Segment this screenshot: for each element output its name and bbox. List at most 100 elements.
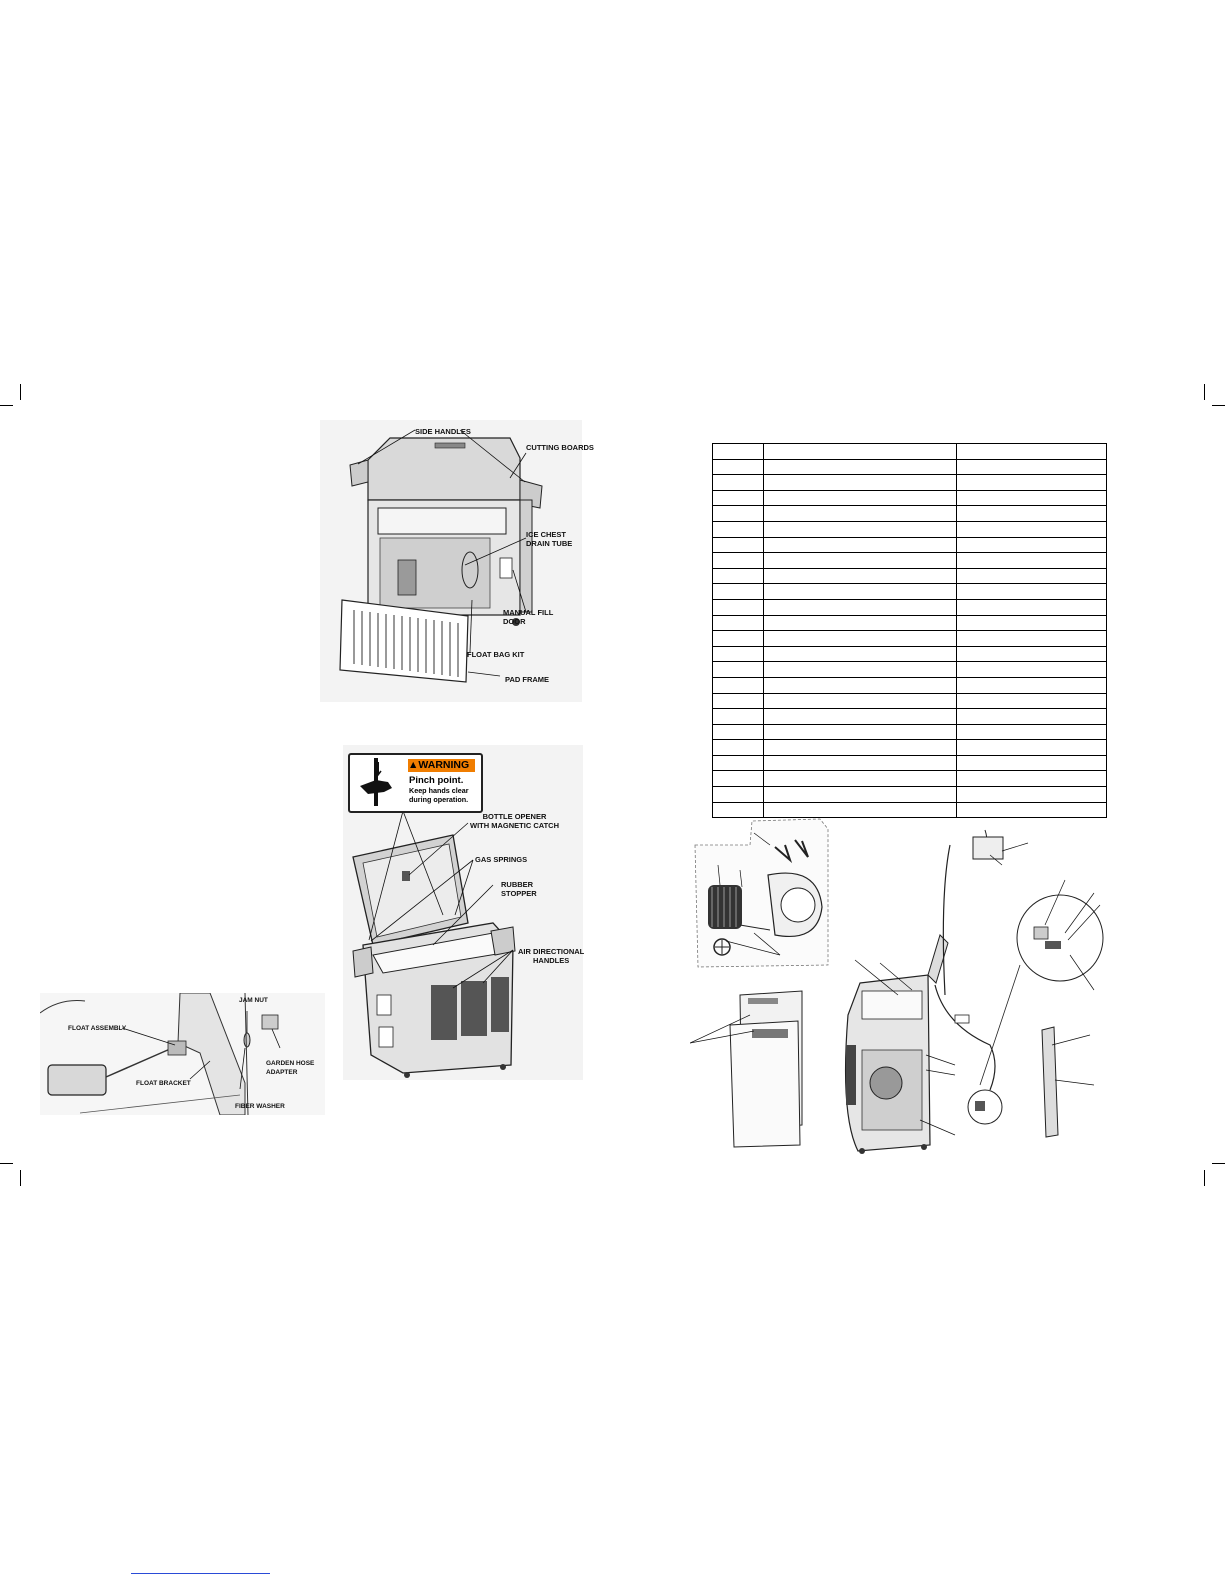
table-row xyxy=(712,598,1107,616)
crop-mark xyxy=(0,1163,13,1164)
table-cell xyxy=(956,723,1107,741)
warning-heading: ▲WARNING xyxy=(408,759,475,772)
table-cell xyxy=(956,645,1107,663)
table-cell xyxy=(956,505,1107,522)
table-cell xyxy=(956,552,1107,569)
table-cell xyxy=(763,505,957,522)
table-cell xyxy=(712,723,764,741)
table-row xyxy=(712,801,1107,819)
table-cell xyxy=(763,630,957,647)
table-cell xyxy=(956,661,1107,678)
table-cell xyxy=(763,598,957,616)
table-row xyxy=(712,723,1107,741)
parts-list-body xyxy=(712,443,1107,819)
table-cell xyxy=(956,708,1107,725)
table-row xyxy=(712,645,1107,663)
table-cell xyxy=(712,614,764,632)
callout-pad-frame: PAD FRAME xyxy=(505,675,550,684)
table-row xyxy=(712,630,1107,647)
table-cell xyxy=(763,614,957,632)
warning-triangle-icon: ▲ xyxy=(408,759,419,771)
warning-heading-text: WARNING xyxy=(418,759,470,771)
callout-garden-hose-adapter: GARDEN HOSE ADAPTER xyxy=(266,1060,315,1076)
table-cell xyxy=(763,458,957,476)
table-cell xyxy=(763,786,957,803)
table-cell xyxy=(712,458,764,476)
table-cell xyxy=(712,754,764,772)
table-cell xyxy=(763,692,957,710)
table-row xyxy=(712,520,1107,538)
table-row xyxy=(712,614,1107,632)
table-row xyxy=(712,536,1107,554)
table-cell xyxy=(956,786,1107,803)
table-cell xyxy=(712,630,764,647)
table-cell xyxy=(956,801,1107,819)
table-row xyxy=(712,567,1107,585)
table-cell xyxy=(712,708,764,725)
warning-line2: Keep hands clear during operation. xyxy=(409,786,469,804)
crop-mark xyxy=(1212,405,1225,406)
table-cell xyxy=(956,443,1107,460)
table-cell xyxy=(712,676,764,694)
table-cell xyxy=(712,443,764,460)
table-cell xyxy=(712,645,764,663)
table-cell xyxy=(956,692,1107,710)
table-cell xyxy=(712,770,764,788)
table-cell xyxy=(956,474,1107,491)
table-row xyxy=(712,754,1107,772)
callout-float-bag-kit: FLOAT BAG KIT xyxy=(467,650,525,659)
table-row xyxy=(712,739,1107,756)
table-cell xyxy=(712,567,764,585)
callout-float-bracket: FLOAT BRACKET xyxy=(136,1080,191,1087)
table-cell xyxy=(712,474,764,491)
table-cell xyxy=(712,520,764,538)
table-row xyxy=(712,692,1107,710)
table-cell xyxy=(712,739,764,756)
cart-front-illustration xyxy=(320,420,582,702)
crop-mark xyxy=(20,384,21,400)
callout-manual-fill-door: MANUAL FILL DOOR xyxy=(503,608,554,626)
table-cell xyxy=(763,583,957,600)
table-cell xyxy=(763,443,957,460)
table-cell xyxy=(712,505,764,522)
table-row xyxy=(712,458,1107,476)
footer-link[interactable] xyxy=(131,1573,270,1574)
table-cell xyxy=(956,567,1107,585)
parts-list-table xyxy=(712,443,1107,819)
callout-air-directional-handles: AIR DIRECTIONAL HANDLES xyxy=(518,947,585,965)
table-row xyxy=(712,583,1107,600)
exploded-parts-illustration xyxy=(689,818,1104,1154)
table-cell xyxy=(763,536,957,554)
callout-side-handles: SIDE HANDLES xyxy=(415,427,471,436)
table-cell xyxy=(956,614,1107,632)
table-row xyxy=(712,676,1107,694)
crop-mark xyxy=(0,405,13,406)
table-row xyxy=(712,770,1107,788)
table-cell xyxy=(763,770,957,788)
warning-line1: Pinch point. xyxy=(409,775,464,786)
table-cell xyxy=(763,661,957,678)
float-assembly-figure xyxy=(39,992,325,1116)
callout-cutting-boards: CUTTING BOARDS xyxy=(526,443,594,452)
table-row xyxy=(712,552,1107,569)
table-cell xyxy=(956,458,1107,476)
table-row xyxy=(712,505,1107,522)
table-cell xyxy=(956,489,1107,507)
callout-ice-chest-drain-tube: ICE CHEST DRAIN TUBE xyxy=(526,530,573,548)
table-cell xyxy=(712,536,764,554)
table-cell xyxy=(763,676,957,694)
table-cell xyxy=(763,567,957,585)
table-cell xyxy=(712,786,764,803)
table-cell xyxy=(763,474,957,491)
table-row xyxy=(712,443,1107,460)
table-cell xyxy=(763,645,957,663)
callout-fiber-washer: FIBER WASHER xyxy=(235,1103,285,1110)
warning-label: ▲WARNING Pinch point. Keep hands clear d… xyxy=(348,753,483,813)
callout-gas-springs: GAS SPRINGS xyxy=(475,855,528,864)
table-cell xyxy=(763,754,957,772)
table-cell xyxy=(763,520,957,538)
table-cell xyxy=(712,489,764,507)
table-cell xyxy=(956,536,1107,554)
table-cell xyxy=(956,583,1107,600)
table-cell xyxy=(763,739,957,756)
